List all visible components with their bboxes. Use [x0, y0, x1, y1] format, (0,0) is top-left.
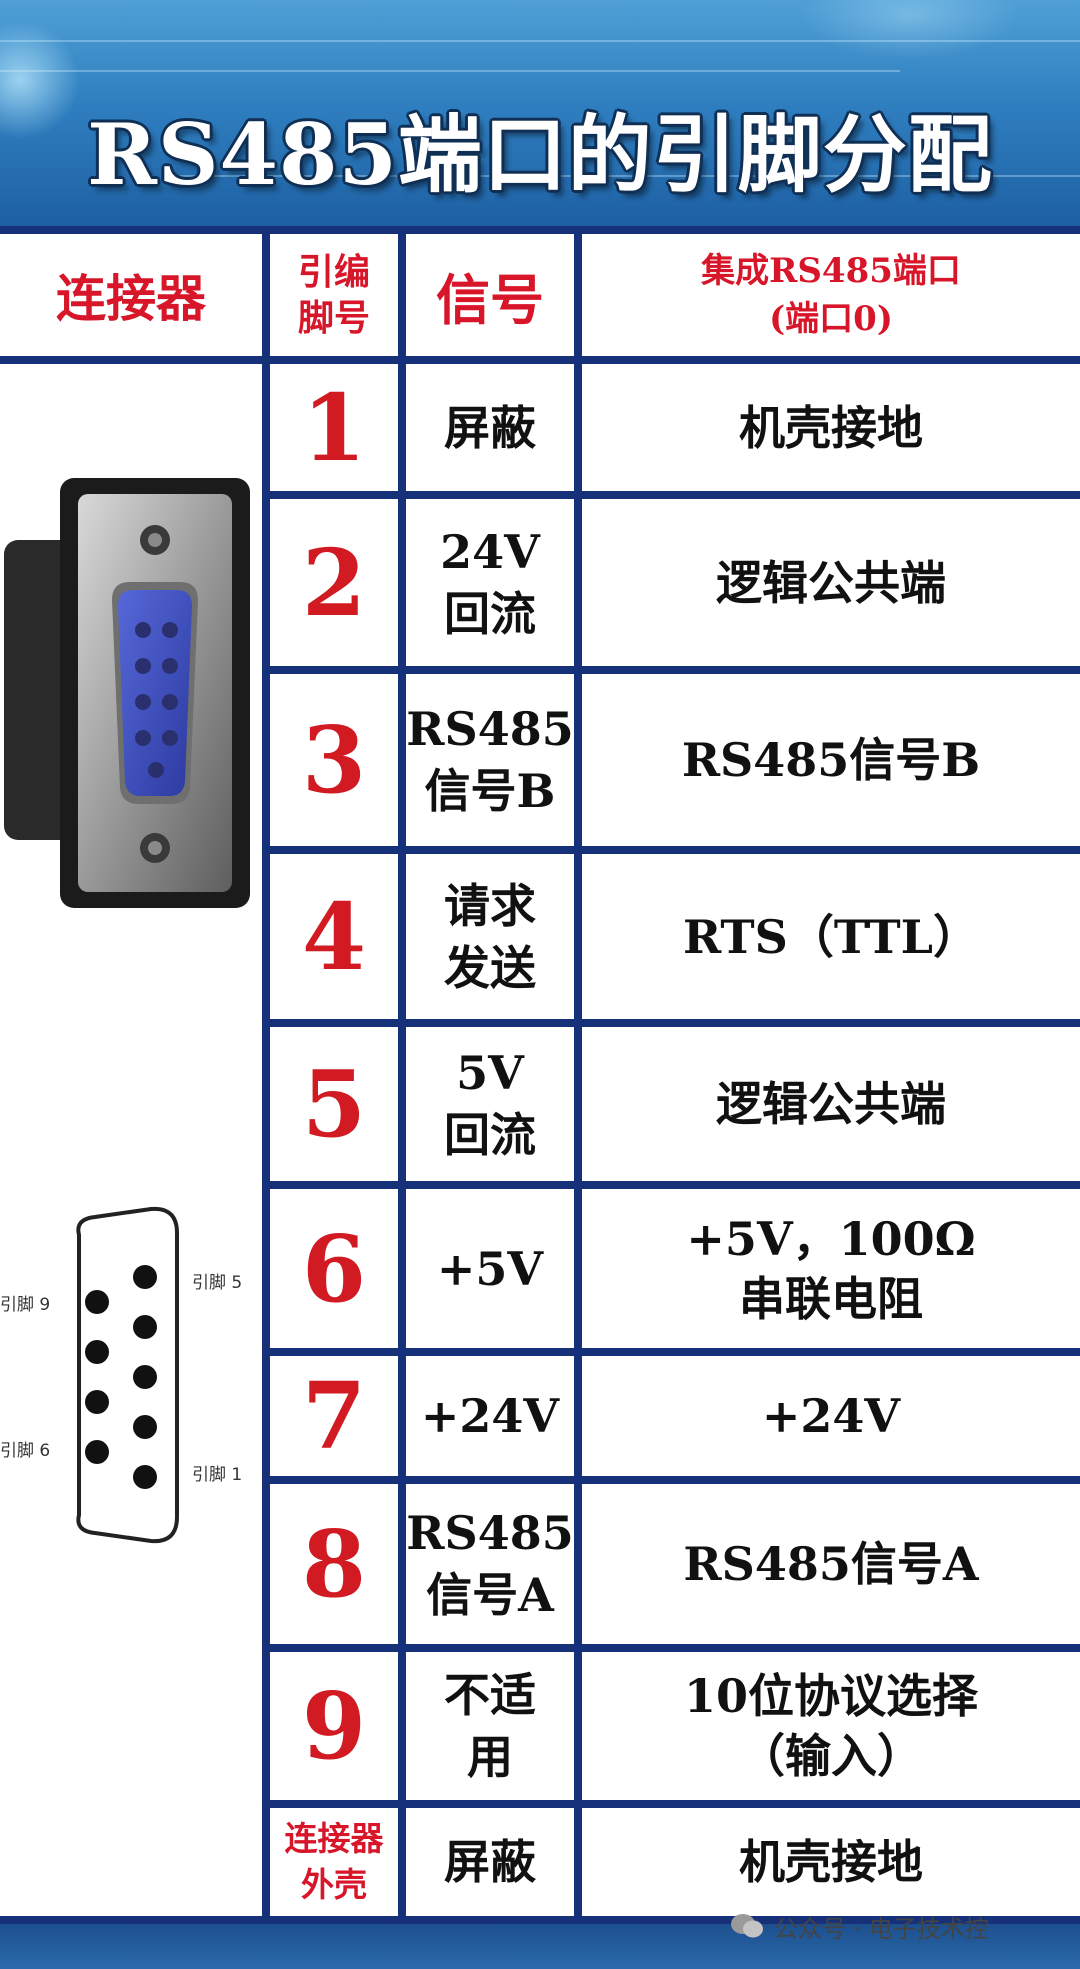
header-pin: 引编 脚号 — [297, 251, 370, 339]
port-cell: 逻辑公共端 — [716, 555, 946, 610]
banner-line — [0, 70, 900, 72]
pin-number-cell: 4 — [301, 882, 366, 991]
port-cell: 机壳接地 — [739, 1835, 923, 1889]
watermark: 公众号 · 电子技术控 — [730, 1906, 989, 1946]
grid-line — [398, 230, 406, 1924]
watermark-text: 公众号 · 电子技术控 — [774, 1914, 989, 1943]
header-connector: 连接器 — [56, 269, 206, 328]
pin-label-6: 引脚 6 — [0, 1441, 51, 1461]
grid-line — [262, 1019, 1080, 1027]
pin-number-cell: 连接器 外壳 — [284, 1819, 384, 1904]
banner-line — [0, 40, 1080, 42]
grid-line — [262, 491, 1080, 499]
port-cell: 10位协议选择 （输入） — [683, 1669, 978, 1783]
db9-connector-photo — [4, 478, 250, 908]
pin-number-cell: 6 — [301, 1214, 366, 1323]
pin-number-cell: 2 — [301, 528, 366, 637]
grid-line — [0, 356, 1080, 364]
port-cell: RS485信号B — [681, 733, 981, 787]
grid-line — [262, 230, 270, 1924]
grid-line — [262, 1800, 1080, 1808]
signal-cell: 请求 发送 — [444, 878, 536, 995]
grid-line — [0, 1916, 1080, 1924]
pin-number-cell: 5 — [301, 1050, 366, 1158]
signal-cell: 不适 用 — [444, 1668, 536, 1784]
grid-line — [262, 1644, 1080, 1652]
header-signal: 信号 — [436, 267, 544, 332]
title-banner: RS485端口的引脚分配 — [0, 0, 1080, 230]
grid-line — [262, 1181, 1080, 1189]
pin-number-cell: 3 — [301, 706, 366, 814]
port-cell: +5V，100Ω 串联电阻 — [686, 1211, 976, 1326]
grid-line — [262, 1476, 1080, 1484]
banner-line — [180, 175, 1080, 177]
grid-line — [262, 1348, 1080, 1356]
grid-line — [262, 846, 1080, 854]
header-port: 集成RS485端口 (端口0) — [701, 251, 961, 339]
pin-number-cell: 9 — [301, 1672, 366, 1780]
grid-line — [262, 666, 1080, 674]
db9-pinout-diagram — [76, 1206, 179, 1544]
pin-number-cell: 8 — [301, 1510, 366, 1618]
grid-line — [0, 226, 1080, 234]
signal-cell: 屏蔽 — [444, 400, 536, 455]
port-cell: 逻辑公共端 — [716, 1077, 946, 1131]
signal-cell: RS485 信号A — [406, 1506, 574, 1622]
bottom-strip — [0, 1924, 1080, 1969]
pin-label-9: 引脚 9 — [0, 1295, 51, 1315]
port-cell: RS485信号A — [683, 1537, 979, 1591]
pin-label-1: 引脚 1 — [192, 1465, 243, 1485]
signal-cell: RS485 信号B — [406, 702, 574, 818]
signal-cell: +5V — [436, 1241, 544, 1296]
wechat-icon — [731, 1914, 763, 1938]
pin-number-cell: 7 — [301, 1362, 366, 1470]
pin-label-5: 引脚 5 — [192, 1273, 243, 1293]
signal-cell: 24V 回流 — [440, 524, 540, 641]
signal-cell: 5V 回流 — [444, 1046, 536, 1162]
banner-glow — [800, 0, 1020, 60]
signal-cell: 屏蔽 — [444, 1835, 536, 1889]
signal-cell: +24V — [420, 1389, 560, 1443]
port-cell: RTS（TTL） — [682, 909, 980, 964]
page-title: RS485端口的引脚分配 — [87, 105, 993, 204]
pin-number-cell: 1 — [301, 373, 366, 482]
port-cell: +24V — [761, 1389, 901, 1443]
port-cell: 机壳接地 — [739, 400, 923, 455]
grid-line — [574, 230, 582, 1924]
